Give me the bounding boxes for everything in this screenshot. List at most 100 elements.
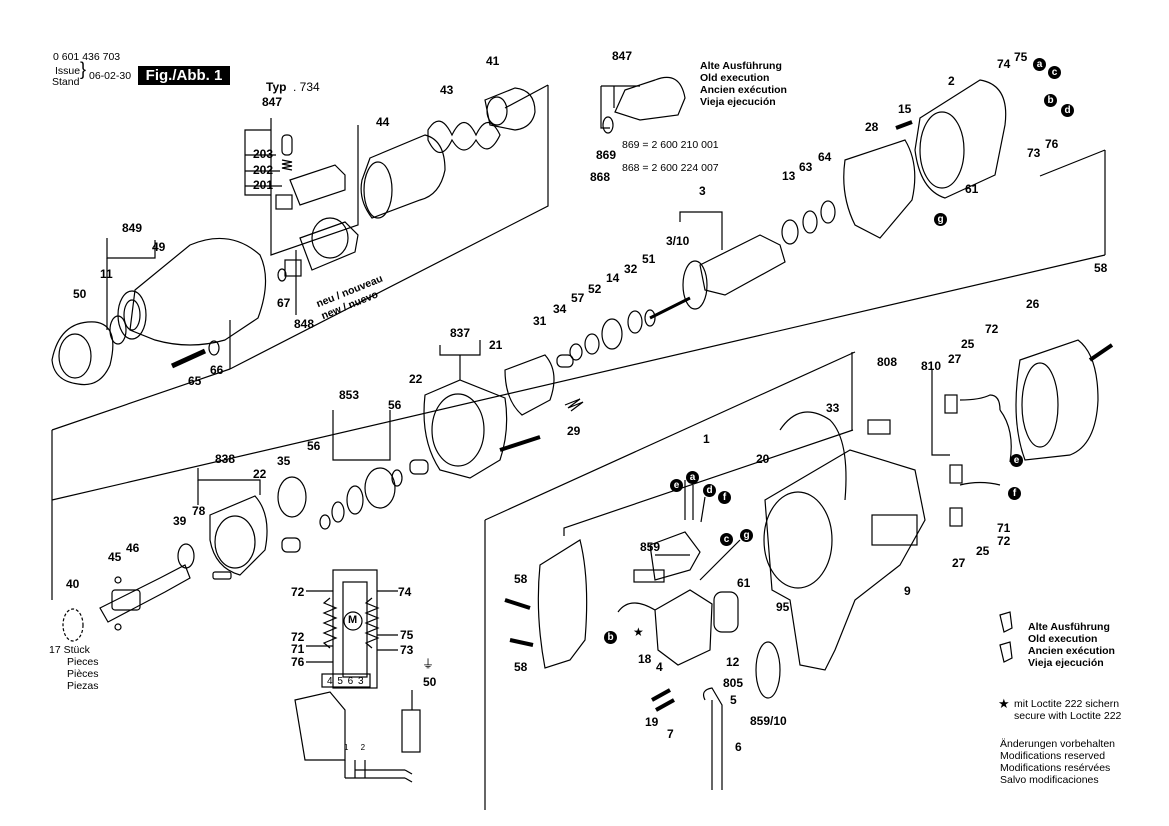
- part-label-5: 5: [730, 693, 737, 707]
- part-label-74: 74: [997, 57, 1011, 71]
- part-label-49: 49: [152, 240, 166, 254]
- part-label-13: 13: [782, 169, 796, 183]
- part-label-29: 29: [567, 424, 581, 438]
- part-label-9: 9: [904, 584, 911, 598]
- part-869-number: 869 = 2 600 210 001: [622, 139, 719, 151]
- switch-terminals-12: 1 2: [344, 743, 371, 752]
- loctite-star-marker-icon: ★: [633, 625, 644, 639]
- schematic-label-75: 75: [400, 628, 414, 642]
- connector-badge-e-right: e: [1010, 454, 1023, 467]
- type-value: . 734: [293, 80, 320, 94]
- connector-badge-c: c: [1048, 66, 1061, 79]
- part-label-18: 18: [638, 652, 652, 666]
- part-label-201: 201: [253, 178, 274, 192]
- connector-badge-a: a: [1033, 58, 1046, 71]
- part-label-849: 849: [122, 221, 143, 235]
- type-label: Typ: [266, 80, 287, 94]
- part-label-56-mid: 56: [307, 439, 321, 453]
- part-label-46: 46: [126, 541, 140, 555]
- part-label-847: 847: [262, 95, 283, 109]
- brace: }: [80, 59, 87, 79]
- part-label-869: 869: [596, 148, 617, 162]
- schematic-label-72b: 72: [291, 630, 305, 644]
- part-label-203: 203: [253, 147, 274, 161]
- stand-label: Stand: [52, 76, 80, 88]
- part-label-34: 34: [553, 302, 567, 316]
- connector-badge-g-top: g: [934, 213, 947, 226]
- part-label-853: 853: [339, 388, 360, 402]
- part-label-837: 837: [450, 326, 471, 340]
- schematic-label-50: 50: [423, 675, 437, 689]
- part-label-6: 6: [735, 740, 742, 754]
- part-label-11: 11: [100, 267, 113, 281]
- schematic-label-71: 71: [291, 642, 305, 656]
- part-label-73: 73: [1027, 146, 1041, 160]
- part-label-56-top: 56: [388, 398, 402, 412]
- part-label-61-top: 61: [965, 182, 979, 196]
- part-label-63: 63: [799, 160, 813, 174]
- part-label-41: 41: [486, 54, 500, 68]
- part-label-64: 64: [818, 150, 832, 164]
- part-label-52: 52: [588, 282, 602, 296]
- part-label-95: 95: [776, 600, 790, 614]
- part-label-22-top: 22: [409, 372, 423, 386]
- part-label-58-left: 58: [514, 572, 528, 586]
- issue-label: Issue: [55, 65, 81, 77]
- part-label-4: 4: [656, 660, 663, 674]
- connector-badge-b: b: [1044, 94, 1057, 107]
- part-label-20: 20: [756, 452, 770, 466]
- part-label-50: 50: [73, 287, 87, 301]
- part-label-32: 32: [624, 262, 638, 276]
- part-label-57: 57: [571, 291, 585, 305]
- switch-terminals: 4 5 6 3: [327, 676, 365, 687]
- loctite-note-de: mit Loctite 222 sichern: [1014, 698, 1120, 710]
- part-label-67: 67: [277, 296, 291, 310]
- part-label-15: 15: [898, 102, 912, 116]
- part-label-202: 202: [253, 163, 274, 177]
- part-label-43: 43: [440, 83, 454, 97]
- part-label-21: 21: [489, 338, 503, 352]
- part-label-35: 35: [277, 454, 291, 468]
- part-label-14: 14: [606, 271, 620, 285]
- loctite-note-en: secure with Loctite 222: [1014, 710, 1122, 722]
- part-label-19: 19: [645, 715, 659, 729]
- part-label-33: 33: [826, 401, 840, 415]
- part-label-78: 78: [192, 504, 206, 518]
- part-label-71: 71: [997, 521, 1011, 535]
- part-label-40: 40: [66, 577, 80, 591]
- part-label-28: 28: [865, 120, 879, 134]
- part-label-25-low: 25: [976, 544, 990, 558]
- part-label-12: 12: [726, 655, 740, 669]
- part-label-1: 1: [703, 432, 710, 446]
- part-label-848: 848: [294, 317, 315, 331]
- connector-badge-d-low: d: [703, 484, 716, 497]
- part-label-847-top: 847: [612, 49, 633, 63]
- part-label-22-low: 22: [253, 467, 267, 481]
- part-label-808: 808: [877, 355, 898, 369]
- figure-tag: Fig./Abb. 1: [138, 66, 230, 85]
- part-label-26: 26: [1026, 297, 1040, 311]
- connector-badge-f-right: f: [1008, 487, 1021, 500]
- part-label-859: 859: [640, 540, 661, 554]
- part-label-45: 45: [108, 550, 122, 564]
- part-label-27-top: 27: [948, 352, 962, 366]
- connector-badge-c-low: c: [720, 533, 733, 546]
- part-label-76: 76: [1045, 137, 1059, 151]
- schematic-label-76: 76: [291, 655, 305, 669]
- part-label-66: 66: [210, 363, 224, 377]
- schematic-label-72a: 72: [291, 585, 305, 599]
- part-868-number: 868 = 2 600 224 007: [622, 162, 719, 174]
- part-label-75: 75: [1014, 50, 1028, 64]
- part-label-838: 838: [215, 452, 236, 466]
- part-label-3-10: 3/10: [666, 234, 690, 248]
- connector-badge-b-low: b: [604, 631, 617, 644]
- part-label-58-bottom: 58: [514, 660, 528, 674]
- part-label-51: 51: [642, 252, 656, 266]
- part-label-58-right: 58: [1094, 261, 1108, 275]
- connector-badge-e-low: e: [670, 479, 683, 492]
- part-label-31: 31: [533, 314, 547, 328]
- connector-badge-d: d: [1061, 104, 1074, 117]
- document-number: 0 601 436 703: [53, 51, 121, 63]
- issue-date: 06-02-30: [89, 70, 132, 82]
